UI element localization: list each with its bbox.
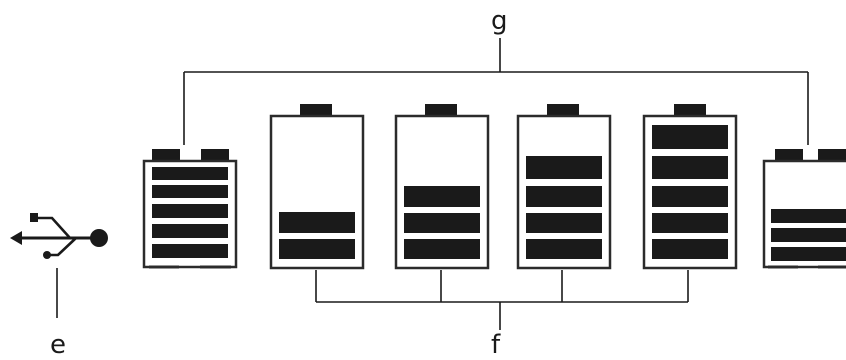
callout-g-leader — [183, 38, 809, 145]
usb-icon — [10, 213, 108, 259]
callout-label-g: g — [491, 6, 508, 36]
callout-label-e: e — [50, 330, 66, 360]
battery-partial — [762, 149, 846, 269]
battery-level-5 — [642, 104, 738, 270]
battery-level-2 — [269, 104, 365, 270]
callout-f-leader — [315, 270, 689, 330]
battery-level-3 — [394, 104, 490, 270]
battery-level-4 — [516, 104, 612, 270]
battery-full — [142, 149, 238, 269]
callout-label-f: f — [491, 330, 501, 360]
